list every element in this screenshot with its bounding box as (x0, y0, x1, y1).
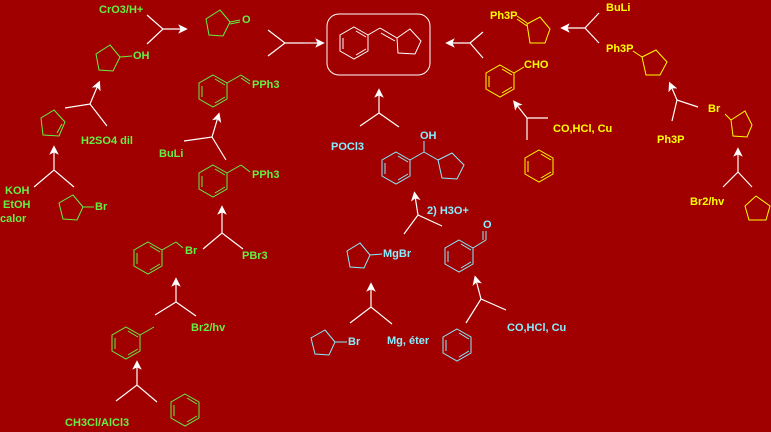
reagent-koh: KOH (5, 185, 30, 197)
label-ph3p-salt: Ph3P (606, 43, 634, 55)
reagent-pbr3: PBr3 (242, 250, 268, 262)
reagent-h3o: 2) H3O+ (427, 205, 469, 217)
reagent-cro3: CrO3/H+ (99, 4, 144, 16)
reagent-pocl3: POCl3 (331, 141, 365, 153)
cyclopentyl-bromide-cyan (310, 329, 336, 356)
benzene-cyan (442, 328, 472, 362)
benzyl-bromide (133, 241, 163, 275)
label-ph3p-ylide: Ph3P (490, 10, 518, 22)
reagent-co-hcl-cu-yellow: CO,HCl, Cu (553, 123, 613, 135)
reagent-co-hcl-cu-cyan: CO,HCl, Cu (507, 322, 567, 334)
target-molecule (326, 13, 431, 76)
reagent-etoh: EtOH (3, 199, 31, 211)
reagent-buli-yellow: BuLi (606, 2, 631, 14)
label-cho: CHO (524, 59, 549, 71)
reaction-arrows (33, 12, 753, 403)
reagent-br2hv: Br2/hv (191, 322, 226, 334)
cyclopentyl-phosphonium (641, 49, 668, 76)
label-mgbr: MgBr (383, 248, 412, 260)
label-cyan-br: Br (348, 336, 361, 348)
alcohol-diphenyl (381, 151, 411, 185)
reagent-calor: calor (0, 213, 27, 225)
cyclopentanol (95, 44, 121, 72)
label-pph3-ylide: PPh3 (252, 79, 280, 91)
label-alcohol-oh: OH (420, 130, 437, 142)
reagent-ph3p: Ph3P (657, 134, 685, 146)
label-br: Br (95, 201, 108, 213)
green-structures (40, 9, 251, 427)
label-oh: OH (133, 50, 150, 62)
label-yellow-br: Br (708, 103, 721, 115)
cyclopentylidene-ylide (526, 16, 551, 44)
reagent-buli: BuLi (159, 148, 184, 160)
label-aldehyde-o: O (483, 219, 492, 231)
cyan-structures (310, 141, 487, 362)
cyclopentyl-bromide (58, 194, 84, 221)
reagent-ch3cl: CH3Cl/AlCl3 (65, 417, 130, 429)
cyclopentyl-bromide-yellow (730, 110, 753, 138)
label-benzyl-br: Br (185, 245, 198, 257)
toluene (111, 326, 141, 360)
cyclopentyl-alcohol-ring (437, 152, 465, 180)
benzene-green (170, 393, 200, 427)
benzyl-phosphonium (198, 164, 228, 198)
cyclopentanone (205, 9, 231, 37)
reagent-h2so4: H2SO4 dil (81, 135, 133, 147)
reagent-mg-eter: Mg, éter (387, 335, 430, 347)
label-pph3-salt: PPh3 (252, 169, 280, 181)
benzene-yellow (524, 149, 554, 183)
cyclopentyl-grignard (346, 242, 371, 269)
cyclopentene (40, 109, 66, 137)
cyclopentane (744, 195, 771, 221)
label-ketone-o: O (242, 14, 251, 26)
benzaldehyde-yellow (485, 64, 515, 98)
yellow-structures (485, 15, 771, 221)
benzaldehyde-cyan (444, 239, 474, 273)
reagent-br2hv-yellow: Br2/hv (690, 196, 725, 208)
benzylidene-ylide (198, 74, 228, 108)
